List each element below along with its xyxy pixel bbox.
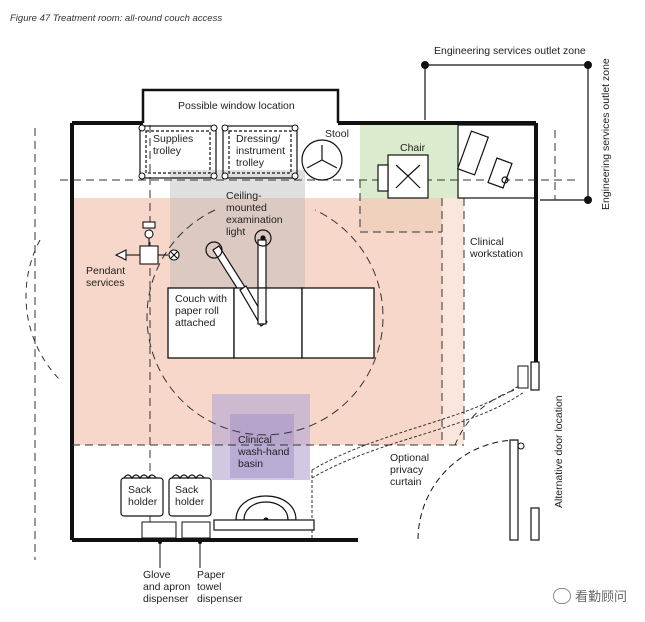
clinical-workstation-label: Clinical workstation (470, 236, 524, 260)
glove-apron-label: Glove and apron dispenser (143, 569, 191, 605)
figure-title: Figure 47 Treatment room: all-round couc… (10, 13, 223, 24)
door-swing (417, 439, 525, 541)
dressing-trolley-shape (221, 124, 299, 180)
dispenser-leaders (159, 538, 201, 568)
supplies-trolley-label: Supplies trolley (153, 133, 194, 157)
light-sweep-arc (146, 209, 384, 436)
chair-label: Chair (400, 142, 426, 154)
ceiling-light-label: Ceiling- mounted examination light (226, 190, 283, 238)
room-walls (70, 121, 538, 542)
watermark: 看勤顾问 (552, 586, 627, 605)
couch-label: Couch with paper roll attached (175, 293, 227, 329)
window-label: Possible window location (178, 100, 295, 112)
chat-bubble-icon (552, 587, 571, 604)
stool-label: Stool (325, 128, 349, 140)
chair-shape (377, 154, 429, 199)
dressing-trolley-label: Dressing/ instrument trolley (236, 133, 286, 169)
workstation-computer (456, 124, 537, 199)
engineering-zone-top-label: Engineering services outlet zone (434, 45, 586, 57)
engineering-zone-side-label: Engineering services outlet zone (600, 58, 612, 210)
curtain-rail-end (517, 365, 529, 389)
dispensers-shape (141, 521, 211, 539)
engineering-zone-dots (421, 61, 592, 204)
stool-shape (301, 139, 343, 181)
basin-shape (213, 495, 315, 531)
door-jambs (509, 361, 540, 541)
pendant-services-label: Pendant services (86, 265, 126, 289)
sack-holder-1-label: Sack holder (128, 484, 158, 508)
pendant-services-shape (114, 221, 180, 265)
privacy-curtain-label: Optional privacy curtain (390, 452, 430, 488)
couch-shape (167, 287, 375, 359)
wash-hand-basin-label: Clinical wash-hand basin (238, 434, 290, 470)
sack-holders-shape (120, 474, 212, 517)
sack-holder-2-label: Sack holder (175, 484, 205, 508)
alternative-door-label: Alternative door location (553, 395, 565, 508)
watermark-text: 看勤顾问 (574, 589, 627, 604)
window-recess (141, 88, 340, 123)
paper-towel-label: Paper towel dispenser (197, 569, 243, 605)
examination-light-zone (170, 170, 305, 288)
couch-clearance-zone-light (442, 198, 464, 445)
engineering-zone-lines (424, 64, 589, 201)
supplies-trolley-shape (138, 124, 218, 180)
basin-zone-inner (230, 414, 294, 478)
door-arc-left (25, 239, 61, 381)
